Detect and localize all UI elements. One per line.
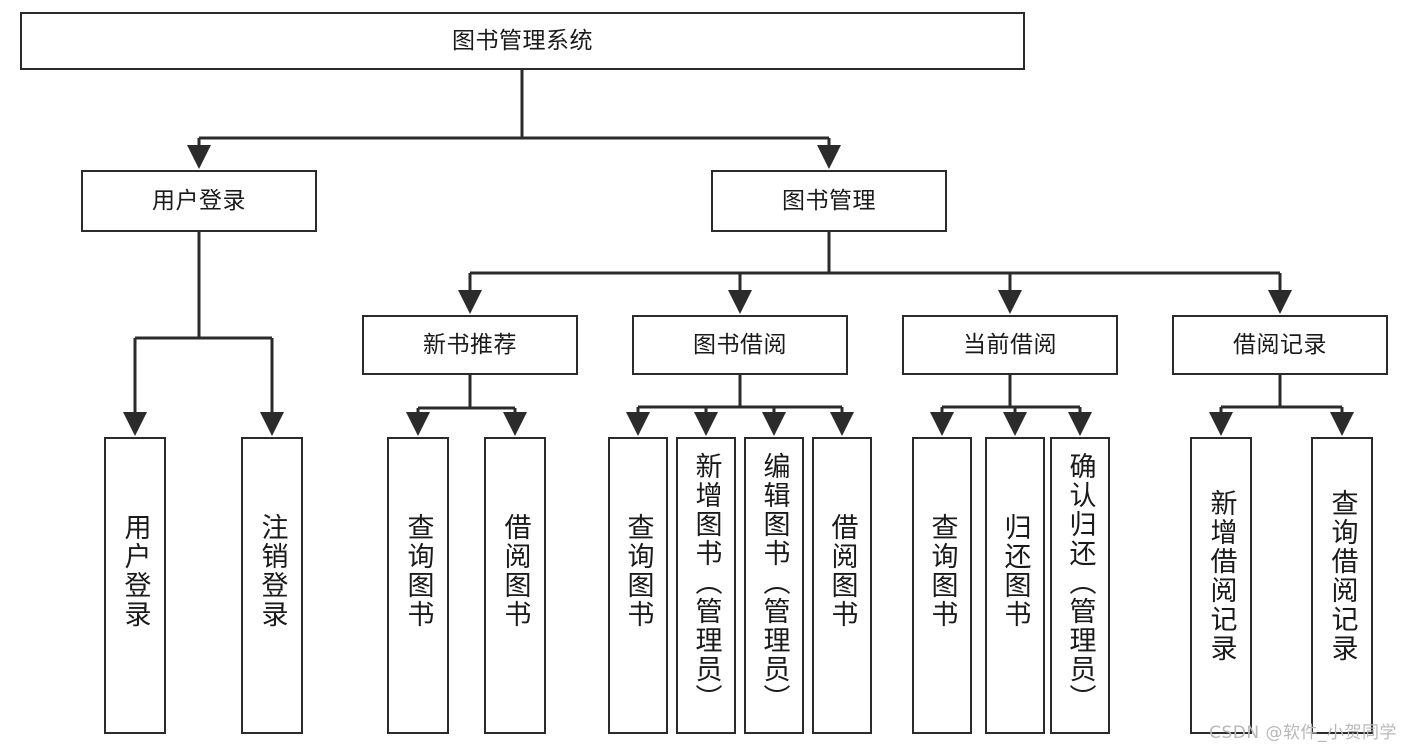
node-current-borrow-label: 当前借阅 [963, 331, 1057, 358]
node-leaf-edit-book[interactable]: 编辑图书（管理员） [744, 437, 804, 734]
node-leaf-add-book-label: 新增图书（管理员） [690, 452, 722, 714]
node-borrow-record[interactable]: 借阅记录 [1172, 315, 1388, 375]
node-root[interactable]: 图书管理系统 [20, 12, 1025, 70]
node-new-book-rec-label: 新书推荐 [423, 331, 517, 358]
node-leaf-add-record[interactable]: 新增借阅记录 [1190, 437, 1252, 734]
node-book-borrow[interactable]: 图书借阅 [632, 315, 848, 375]
node-root-label: 图书管理系统 [452, 27, 593, 54]
node-leaf-borrow-book-2[interactable]: 借阅图书 [812, 437, 872, 734]
node-leaf-user-logout[interactable]: 注销登录 [241, 437, 303, 734]
node-new-book-rec[interactable]: 新书推荐 [362, 315, 578, 375]
node-leaf-query-record-label: 查询借阅记录 [1326, 488, 1358, 663]
node-leaf-borrow-book-1[interactable]: 借阅图书 [484, 437, 546, 734]
node-leaf-query-book-2-label: 查询图书 [622, 513, 654, 630]
node-borrow-record-label: 借阅记录 [1233, 331, 1327, 358]
node-leaf-query-book-2[interactable]: 查询图书 [608, 437, 668, 734]
node-leaf-edit-book-label: 编辑图书（管理员） [758, 452, 790, 714]
node-user-login-label: 用户登录 [152, 187, 246, 214]
node-leaf-query-book-1[interactable]: 查询图书 [387, 437, 449, 734]
node-leaf-confirm-return[interactable]: 确认归还（管理员） [1050, 437, 1110, 734]
node-leaf-add-record-label: 新增借阅记录 [1205, 488, 1237, 663]
node-leaf-query-record[interactable]: 查询借阅记录 [1311, 437, 1373, 734]
node-book-mgmt[interactable]: 图书管理 [711, 170, 947, 232]
node-leaf-borrow-book-2-label: 借阅图书 [826, 513, 858, 630]
node-leaf-return-book-label: 归还图书 [999, 513, 1031, 630]
node-leaf-user-logout-label: 注销登录 [256, 513, 288, 630]
node-leaf-return-book[interactable]: 归还图书 [985, 437, 1045, 734]
node-leaf-query-book-3-label: 查询图书 [926, 513, 958, 630]
node-leaf-user-login[interactable]: 用户登录 [104, 437, 166, 734]
node-leaf-query-book-1-label: 查询图书 [402, 513, 434, 630]
node-leaf-user-login-label: 用户登录 [119, 513, 151, 630]
node-user-login[interactable]: 用户登录 [81, 170, 317, 232]
node-leaf-query-book-3[interactable]: 查询图书 [912, 437, 972, 734]
node-leaf-borrow-book-1-label: 借阅图书 [499, 513, 531, 630]
node-current-borrow[interactable]: 当前借阅 [902, 315, 1118, 375]
node-book-mgmt-label: 图书管理 [782, 187, 876, 214]
node-book-borrow-label: 图书借阅 [693, 331, 787, 358]
node-leaf-confirm-return-label: 确认归还（管理员） [1064, 452, 1096, 714]
node-leaf-add-book[interactable]: 新增图书（管理员） [676, 437, 736, 734]
